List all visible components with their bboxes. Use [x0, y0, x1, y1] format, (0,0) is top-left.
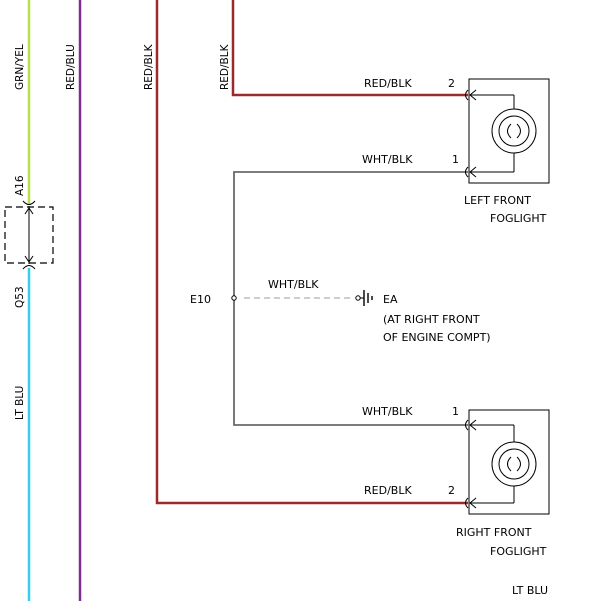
right-foglight-name-line2: FOGLIGHT	[490, 545, 547, 558]
splice-e10	[231, 295, 237, 301]
red-blk-label-1: RED/BLK	[143, 43, 155, 90]
ground-location-line2: OF ENGINE COMPT)	[383, 331, 491, 344]
left-fog-pin-top: 2	[448, 77, 455, 90]
ground-location-line1: (AT RIGHT FRONT	[383, 313, 480, 326]
connector-q53-label: Q53	[14, 286, 26, 308]
ground-wire-label: WHT/BLK	[268, 278, 319, 291]
left-fog-wire-bottom-label: WHT/BLK	[362, 153, 413, 166]
lt-blu-label: LT BLU	[14, 386, 26, 420]
splice-e10-label: E10	[190, 293, 211, 306]
left-foglight-name-line2: FOGLIGHT	[490, 212, 547, 225]
red-blk-wire-right	[155, 0, 468, 505]
lt-blu-bottom-label: LT BLU	[512, 584, 548, 597]
left-foglight-name-line1: LEFT FRONT	[464, 194, 531, 207]
right-fog-wire-top-label: WHT/BLK	[362, 405, 413, 418]
left-fog-pin-bottom: 1	[452, 153, 459, 166]
right-fog-wire-bottom-label: RED/BLK	[364, 484, 412, 497]
ground-icon	[355, 290, 373, 306]
connector-a16-q53	[4, 200, 54, 270]
red-blk-label-2: RED/BLK	[219, 43, 231, 90]
red-blk-wire-left	[231, 0, 468, 97]
ground-id-label: EA	[383, 293, 398, 306]
left-fog-wire-top-label: RED/BLK	[364, 77, 412, 90]
right-fog-pin-bottom: 2	[448, 484, 455, 497]
right-foglight-name-line1: RIGHT FRONT	[456, 526, 532, 539]
grn-yel-label: GRN/YEL	[14, 44, 26, 90]
red-blu-label: RED/BLU	[65, 44, 77, 90]
connector-a16-label: A16	[14, 175, 26, 196]
right-foglight-icon	[465, 409, 550, 515]
left-foglight-icon	[465, 78, 550, 184]
right-fog-pin-top: 1	[452, 405, 459, 418]
